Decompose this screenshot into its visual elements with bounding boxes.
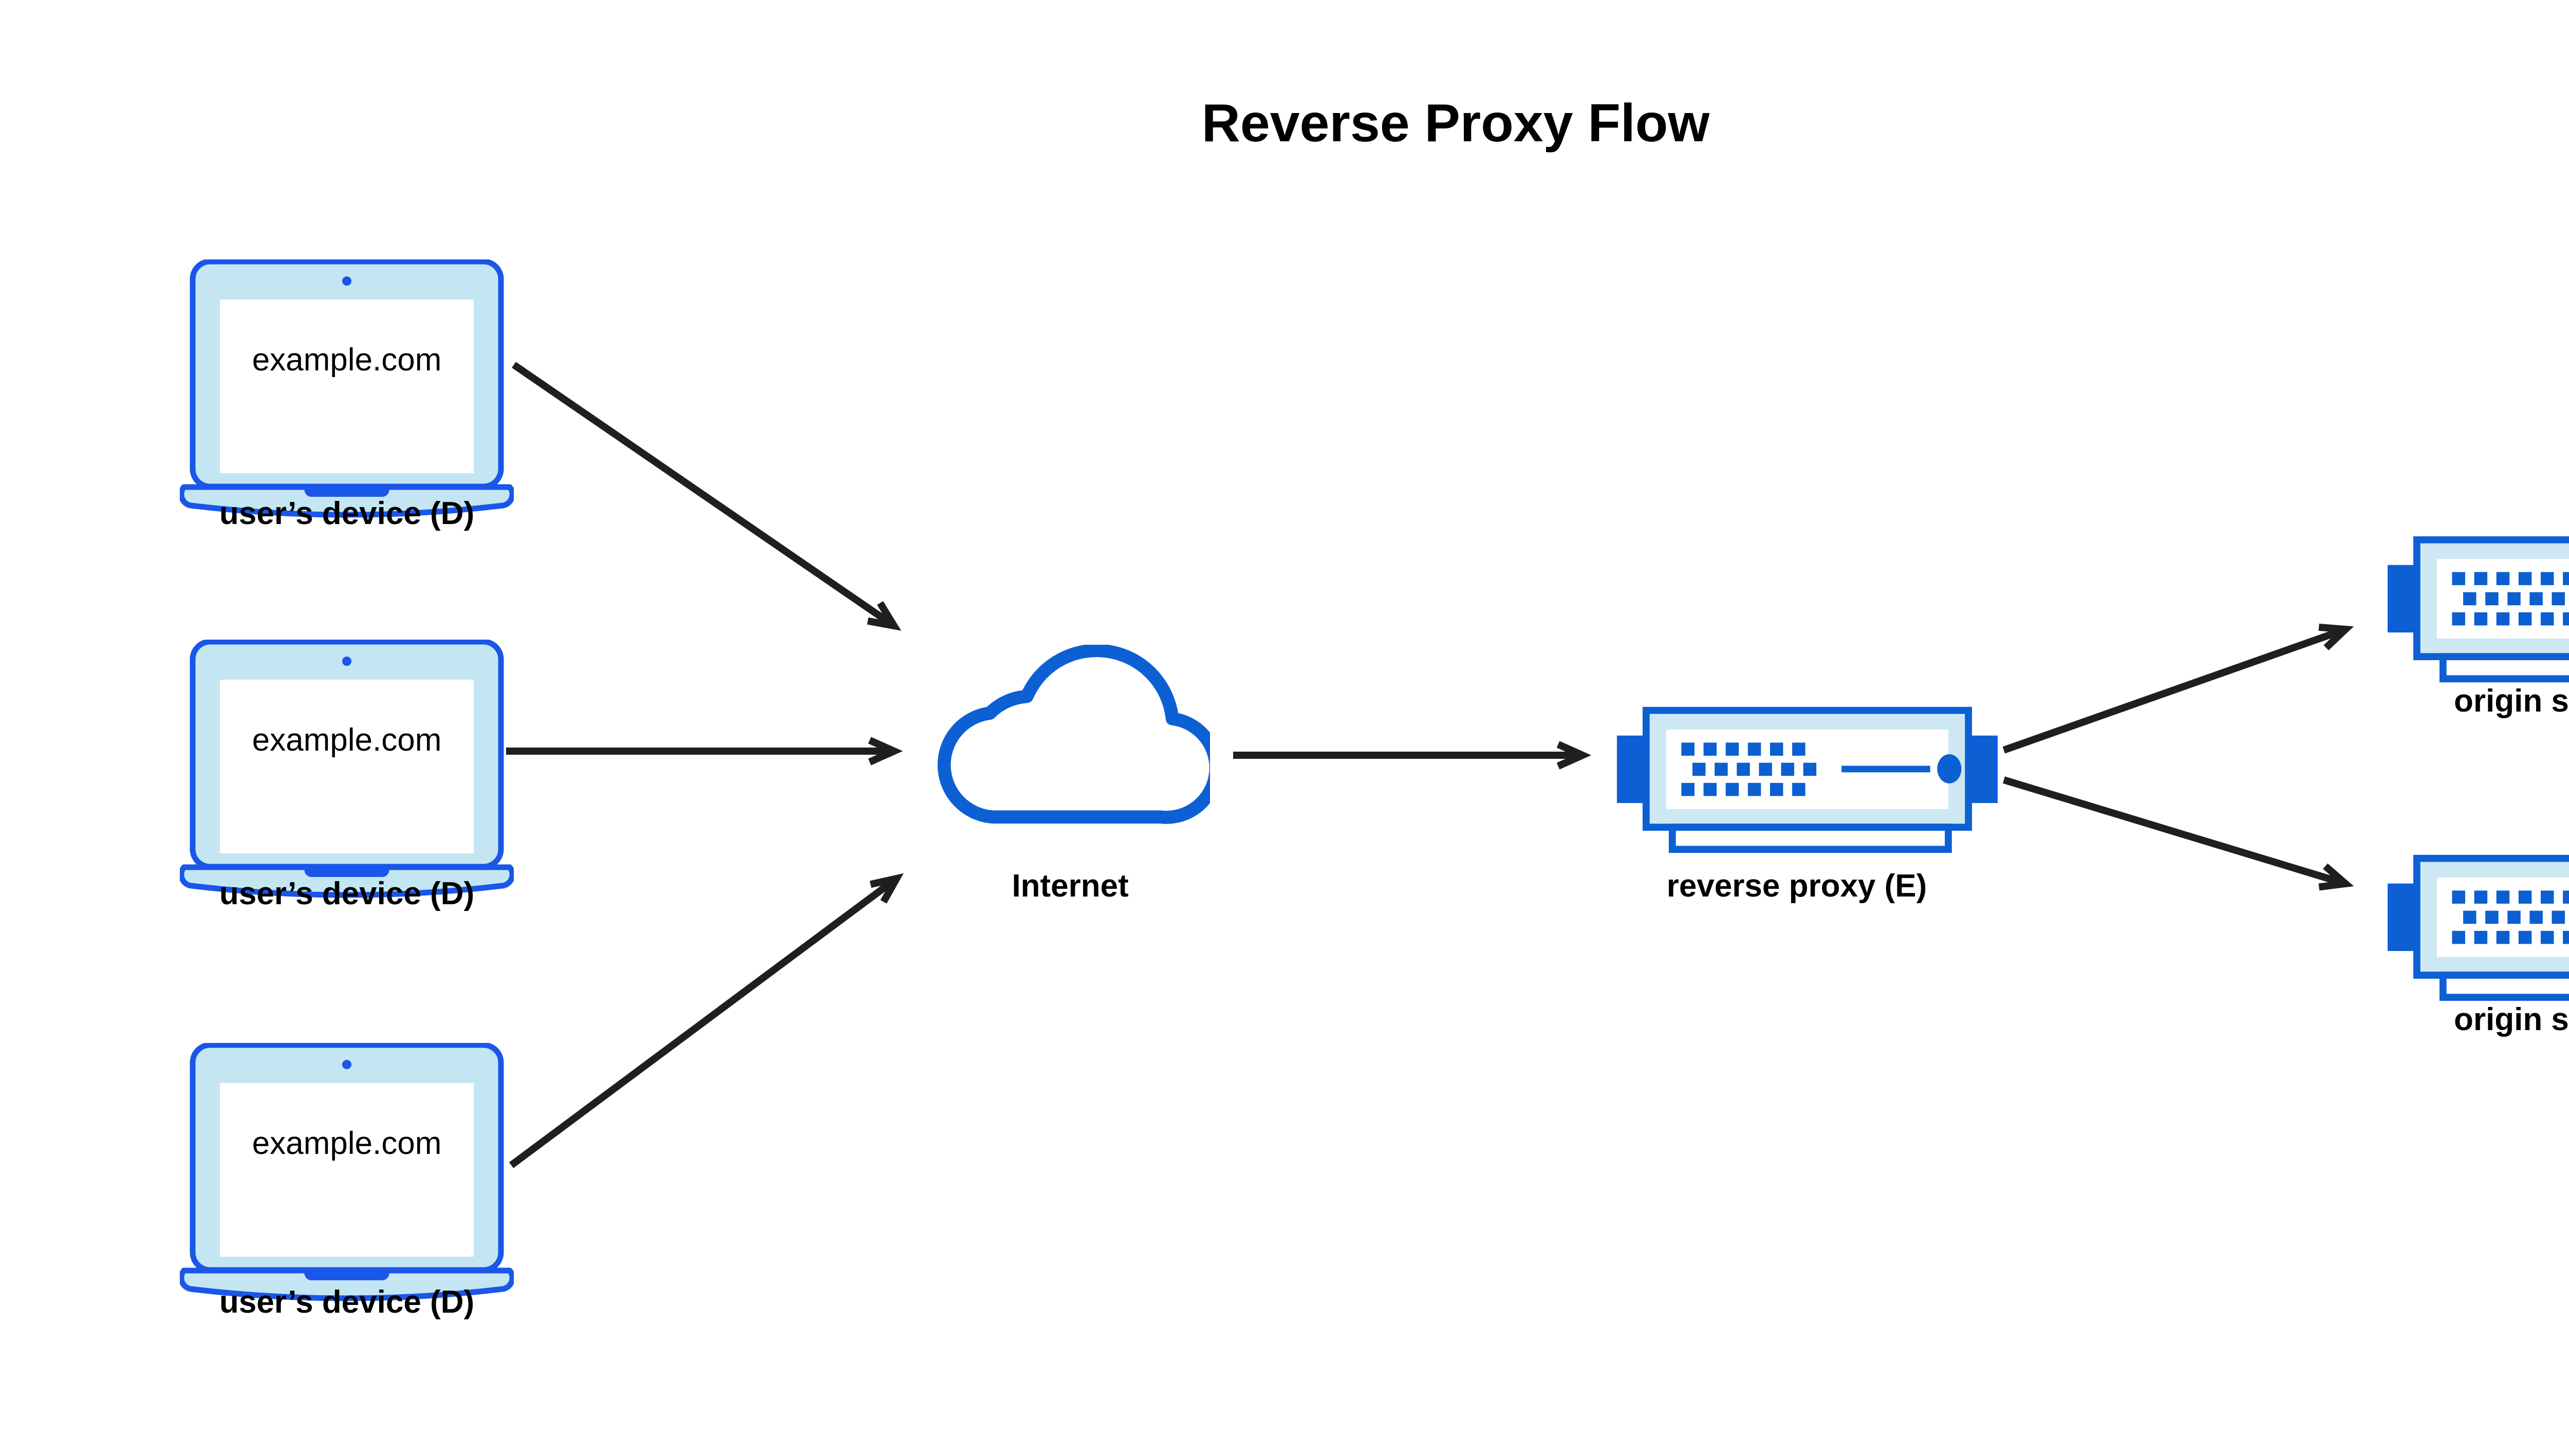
laptop-screen-text: example.com <box>252 1126 442 1161</box>
node-internet-cloud[interactable]: Internet <box>944 650 1216 904</box>
arrow-device3-to-internet <box>509 873 904 1168</box>
page-title: Reverse Proxy Flow <box>1202 94 1710 153</box>
node-device-2[interactable]: example.com user’s device (D) <box>181 642 512 911</box>
laptop-icon <box>181 642 512 895</box>
node-label-device-2: user’s device (D) <box>219 876 474 911</box>
server-icon <box>2388 858 2569 998</box>
connections-layer <box>506 362 2354 1168</box>
cloud-icon <box>944 650 1216 817</box>
arrow-reverse-proxy-to-origin-server-2 <box>2002 776 2354 891</box>
node-reverse-proxy[interactable]: reverse proxy (E) <box>1617 711 1998 904</box>
server-icon <box>1617 711 1998 850</box>
server-icon <box>2388 540 2569 679</box>
laptop-screen-text: example.com <box>252 342 442 378</box>
laptop-screen-text: example.com <box>252 722 442 758</box>
node-origin-server-1[interactable]: origin server (F) <box>2388 540 2569 719</box>
node-origin-server-2[interactable]: origin server (F) <box>2388 858 2569 1037</box>
arrow-device1-to-internet <box>512 362 902 631</box>
node-device-1[interactable]: example.com user’s device (D) <box>181 262 512 531</box>
laptop-icon <box>181 262 512 515</box>
arrow-reverse-proxy-to-origin-server-1 <box>2002 623 2354 754</box>
node-label-device-1: user’s device (D) <box>219 496 474 531</box>
arrow-device2-to-internet <box>506 737 903 766</box>
laptop-icon <box>181 1045 512 1298</box>
node-label-device-3: user’s device (D) <box>219 1284 474 1320</box>
node-label-origin-server-2: origin server (F) <box>2454 1002 2569 1037</box>
node-label-reverse-proxy: reverse proxy (E) <box>1667 868 1927 904</box>
arrow-internet-to-reverse-proxy <box>1233 741 1592 770</box>
node-device-3[interactable]: example.com user’s device (D) <box>181 1045 512 1320</box>
node-label-origin-server-1: origin server (F) <box>2454 683 2569 719</box>
node-label-internet: Internet <box>1012 868 1128 904</box>
